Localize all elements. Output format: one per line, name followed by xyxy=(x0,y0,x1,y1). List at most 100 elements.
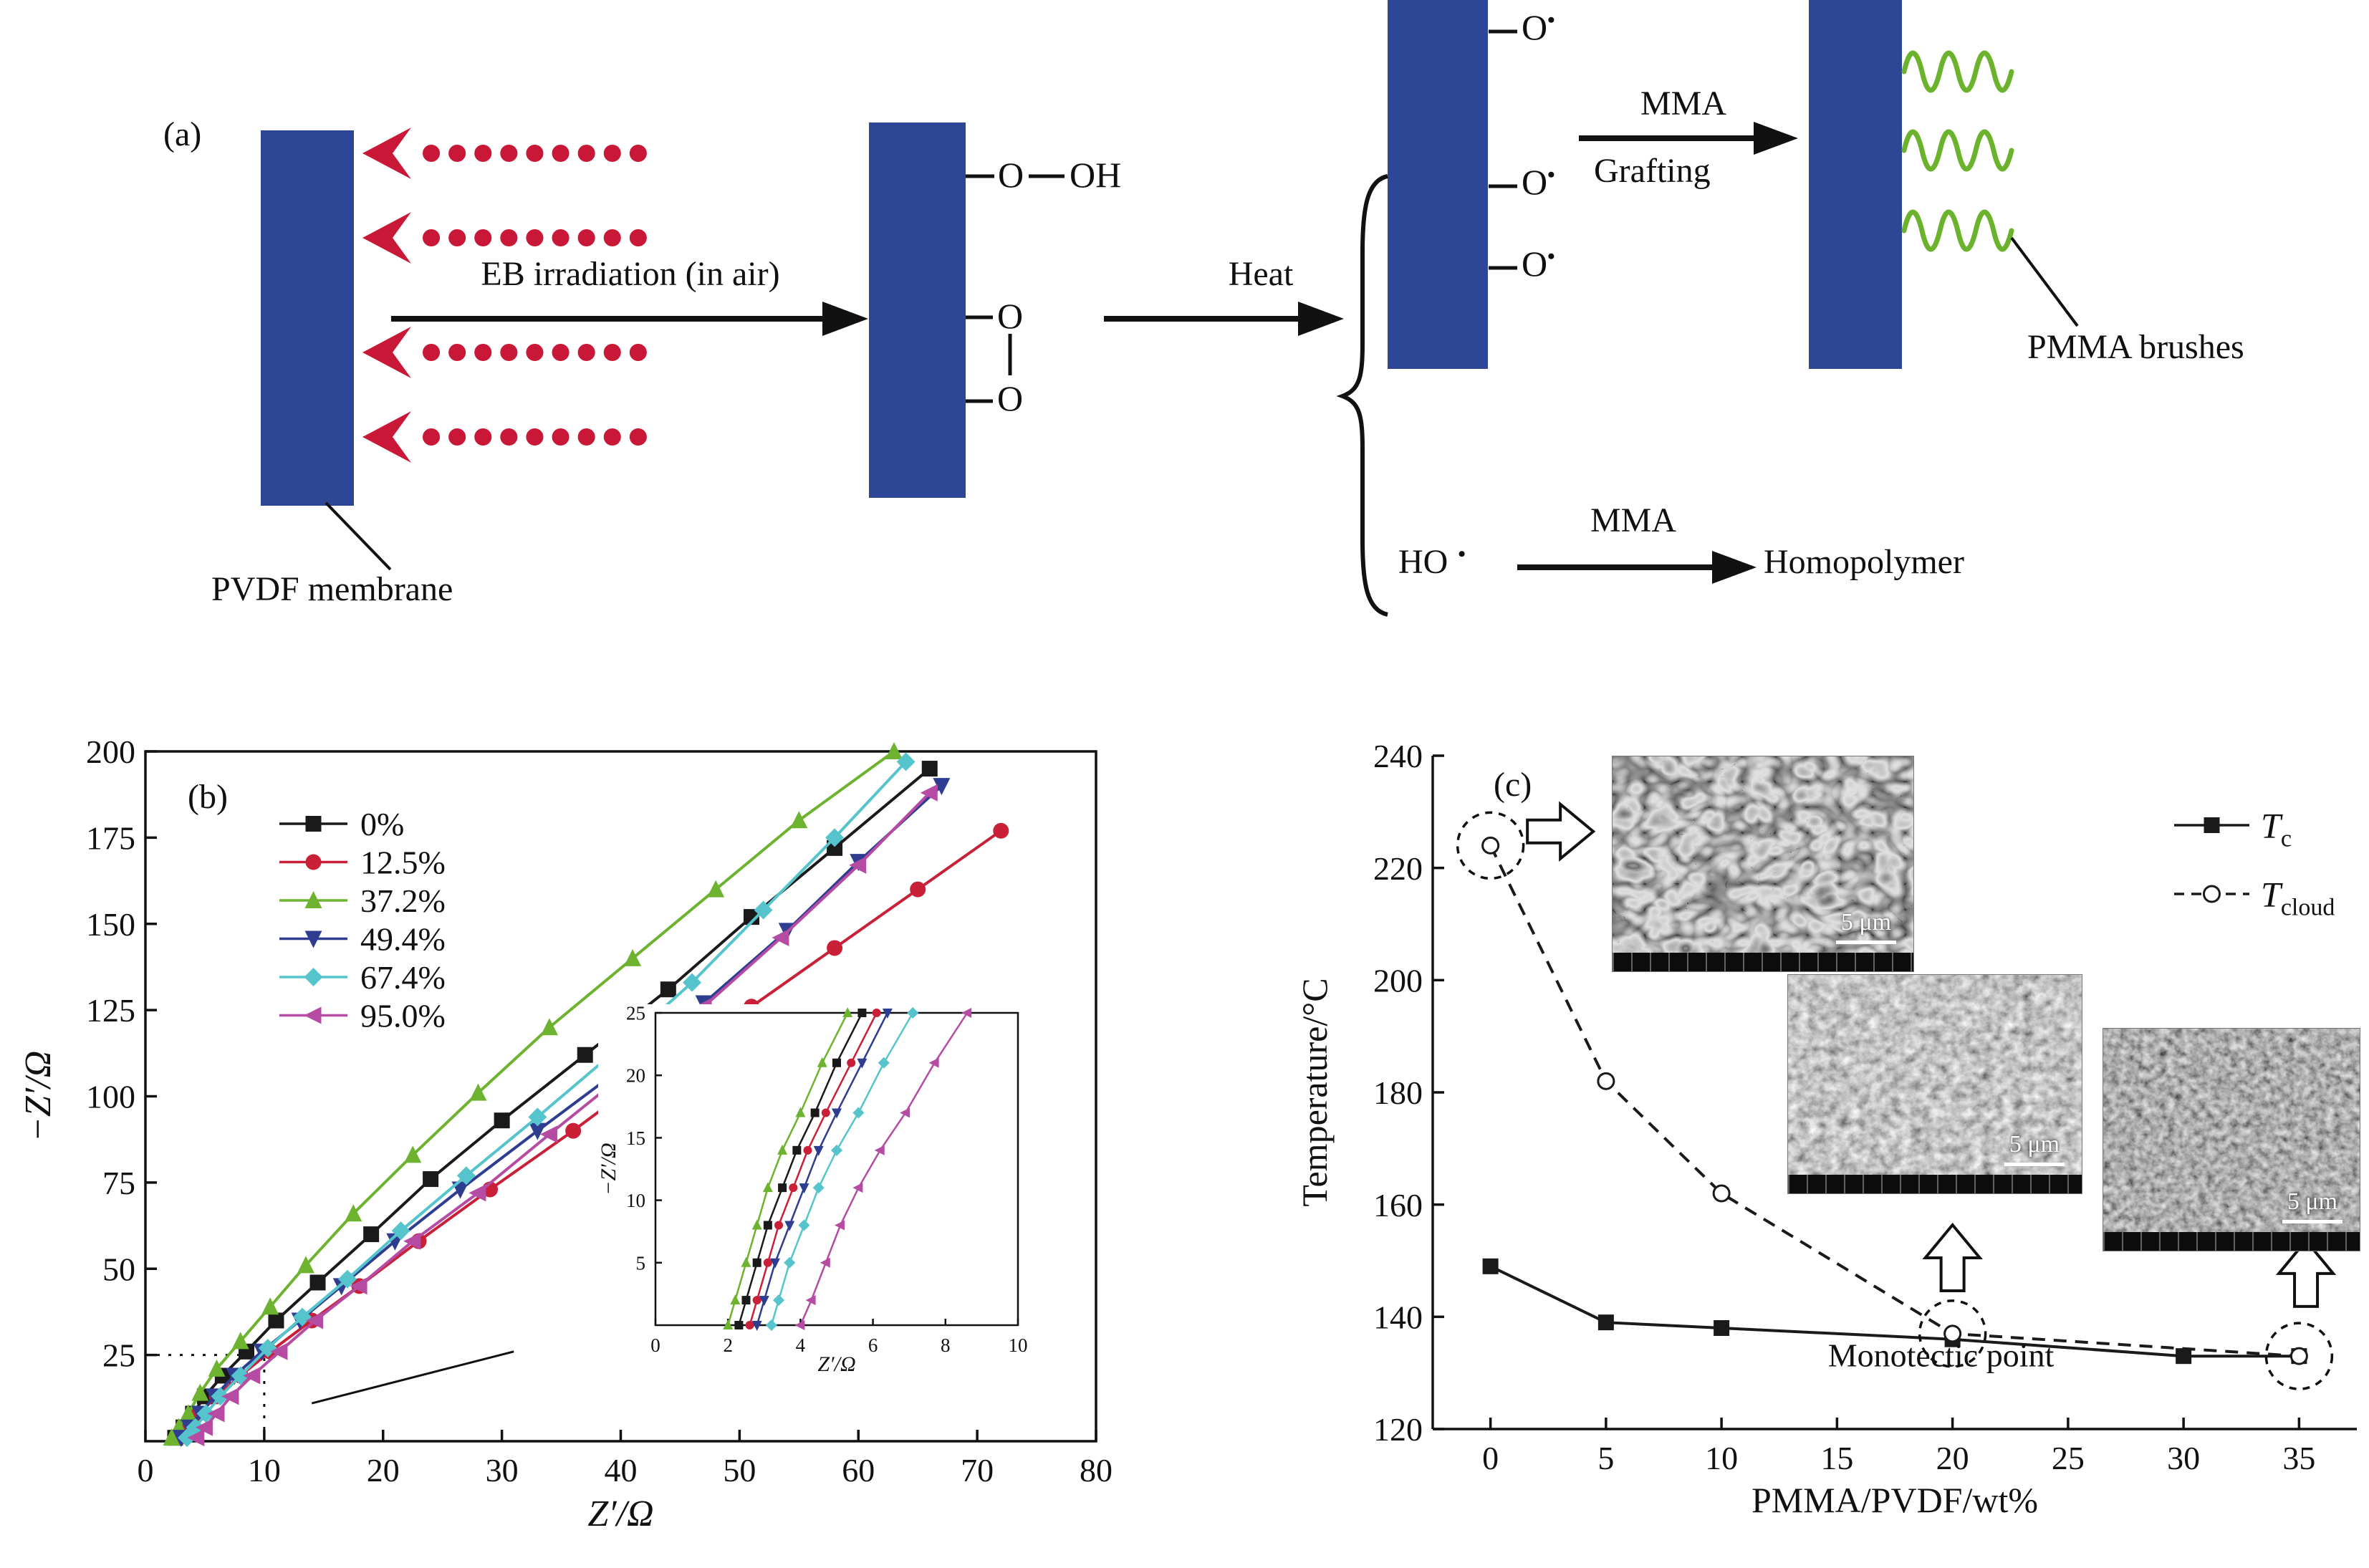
x-tick-label: 80 xyxy=(1080,1452,1113,1488)
marker-triangle-up xyxy=(777,1144,788,1155)
marker-circle-open xyxy=(1597,1072,1615,1090)
x-tick-label: 8 xyxy=(941,1334,951,1356)
marker-triangle-left xyxy=(207,1405,225,1423)
irradiation-arrowhead-icon xyxy=(362,327,411,378)
marker-circle xyxy=(993,822,1009,839)
ho-radical-label: HO• xyxy=(1398,542,1466,581)
marker-triangle-left xyxy=(849,856,867,874)
marker-circle xyxy=(789,1183,798,1193)
marker-triangle-down xyxy=(751,1321,762,1331)
marker-triangle-up xyxy=(751,1219,762,1230)
marker-circle xyxy=(827,940,843,956)
marker-triangle-left xyxy=(805,1295,816,1306)
marker-circle xyxy=(774,1221,784,1230)
marker-triangle-up xyxy=(297,1256,314,1274)
x-axis-title: PMMA/PVDF/wt% xyxy=(1751,1480,2038,1520)
y-tick-label: 180 xyxy=(1373,1074,1423,1111)
annotation-text: Monotectic point xyxy=(1828,1337,2055,1373)
marker-triangle-up xyxy=(261,1297,279,1315)
marker-diamond xyxy=(258,1338,277,1357)
mma-homopolymer-label: MMA xyxy=(1590,501,1677,539)
y-tick-label: 15 xyxy=(626,1127,645,1149)
x-tick-label: 0 xyxy=(138,1452,154,1488)
marker-triangle-up xyxy=(795,1107,806,1117)
legend-item: 0% xyxy=(279,806,404,842)
grafting-arrowhead-icon xyxy=(1754,122,1798,155)
scale-bar-line xyxy=(2004,1163,2065,1166)
marker-square xyxy=(1482,1258,1499,1274)
mma-grafting-bottom-label: Grafting xyxy=(1594,152,1711,190)
sem-inset-1: 5 μm xyxy=(1612,756,1914,972)
sem-inset-2: 5 μm xyxy=(1787,974,2082,1194)
annotation-line xyxy=(311,1350,514,1405)
y-axis-title: −Z′/Ω xyxy=(598,1143,620,1196)
y-tick-label: 50 xyxy=(102,1251,135,1287)
sem-micrograph xyxy=(1788,975,2082,1175)
y-axis-title: −Z′/Ω xyxy=(18,1051,59,1142)
pvdf-membrane-label: PVDF membrane xyxy=(211,570,453,608)
marker-diamond xyxy=(456,1166,476,1185)
brush-squiggle-icon xyxy=(1901,209,2014,252)
sem-micrograph xyxy=(1613,756,1913,953)
marker-triangle-up xyxy=(345,1204,362,1222)
pvdf-membrane-rect xyxy=(261,130,354,506)
legend-label: Tc xyxy=(2261,806,2292,852)
marker-triangle-left xyxy=(350,1277,367,1295)
marker-triangle-left xyxy=(304,1006,322,1024)
bond-lines xyxy=(966,29,1517,403)
marker-triangle-left xyxy=(961,1008,972,1018)
pvdf-leader-line xyxy=(325,501,392,571)
marker-triangle-left xyxy=(874,1145,885,1155)
peroxide-o-top: O xyxy=(997,296,1024,336)
pmma-brushes-label: PMMA brushes xyxy=(2027,328,2244,366)
marker-triangle-left xyxy=(403,1232,421,1250)
marker-triangle-left xyxy=(928,1057,939,1068)
irradiation-arrows xyxy=(362,128,648,463)
homopolymer-label: Homopolymer xyxy=(1764,543,1964,581)
marker-diamond xyxy=(186,1418,205,1437)
x-tick-label: 15 xyxy=(1820,1440,1853,1476)
marker-square xyxy=(2176,1348,2192,1365)
x-tick-label: 60 xyxy=(842,1452,875,1488)
marker-diamond xyxy=(831,1144,842,1156)
marker-diamond xyxy=(683,973,702,992)
radical-membrane-rect xyxy=(1388,0,1488,369)
marker-diamond xyxy=(825,828,845,847)
x-tick-label: 20 xyxy=(367,1452,400,1488)
marker-square xyxy=(309,1274,326,1291)
hollow-right-arrow-icon xyxy=(1526,801,1596,862)
y-tick-label: 10 xyxy=(626,1190,645,1211)
marker-circle-open xyxy=(1943,1324,1962,1343)
marker-square xyxy=(268,1312,284,1329)
scale-bar-line xyxy=(1836,941,1896,944)
marker-triangle-up xyxy=(208,1359,226,1377)
radical-dot-icon: • xyxy=(1547,163,1555,187)
marker-triangle-up xyxy=(842,1007,853,1017)
marker-triangle-left xyxy=(900,1107,910,1118)
marker-triangle-up xyxy=(624,948,642,966)
marker-circle xyxy=(847,1058,856,1067)
marker-diamond xyxy=(896,752,916,771)
marker-circle xyxy=(745,1321,754,1329)
marker-diamond xyxy=(231,1366,250,1385)
sem-micrograph xyxy=(2103,1029,2360,1232)
marker-diamond xyxy=(211,1387,230,1406)
marker-triangle-up xyxy=(540,1018,558,1036)
scale-label: 5 μm xyxy=(2287,1188,2338,1215)
panel-b-label: (b) xyxy=(188,778,228,816)
marker-triangle-down xyxy=(304,930,322,948)
y-tick-label: 200 xyxy=(86,734,135,770)
marker-square xyxy=(763,1221,772,1230)
legend-item: Tcloud xyxy=(2174,875,2335,921)
y-tick-label: 240 xyxy=(1373,738,1423,774)
radical-dot-icon: • xyxy=(1547,8,1555,32)
x-tick-label: 10 xyxy=(1705,1440,1738,1476)
marker-triangle-up xyxy=(723,1319,734,1329)
series-T-cloud xyxy=(1481,836,2308,1365)
marker-square xyxy=(423,1171,439,1188)
marker-diamond xyxy=(878,1057,890,1069)
legend-label: 0% xyxy=(360,806,404,842)
marker-triangle-up xyxy=(707,880,725,898)
